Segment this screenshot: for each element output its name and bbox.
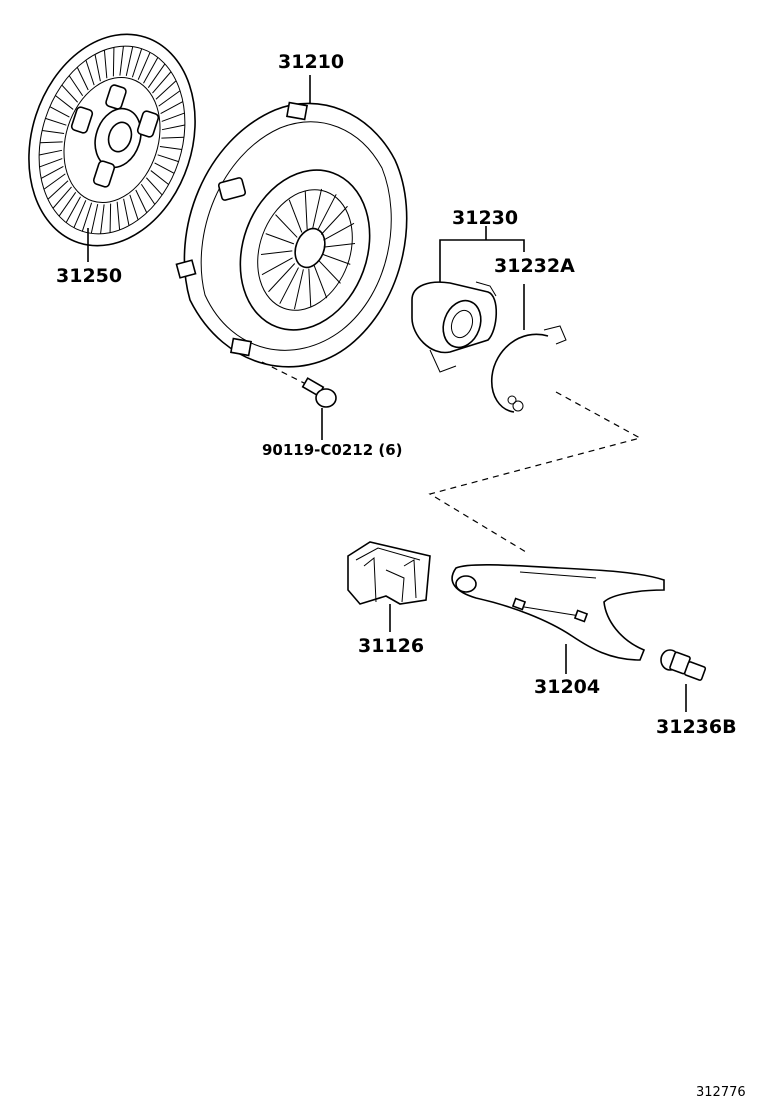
disc-lining-tick [129,194,139,221]
diaphragm-finger [318,260,341,284]
label-31250: 31250 [56,265,122,287]
disc-lining-tick [58,192,77,217]
disc-lining-tick [161,136,185,139]
pivot [660,649,707,681]
diaphragm-finger [321,253,351,265]
label-31230: 31230 [452,207,518,229]
disc-lining-tick [159,146,182,151]
label-31126: 31126 [358,635,424,657]
diaphragm-finger [265,233,295,245]
disc-lining-tick [49,106,70,118]
disc-lining-tick [123,198,130,226]
disc-lining-tick [81,202,93,232]
disc-lining-tick [147,63,166,88]
disc-lining-tick [73,200,87,228]
diaphragm-finger [317,194,337,231]
disc-lining-tick [140,183,156,205]
disc-lining-tick [158,90,181,107]
disc-lining-tick [39,141,63,144]
disc-lining-tick [155,80,177,100]
disc-lining-tick [52,186,72,209]
disc-lining-tick [40,166,64,179]
diagram-reference-number: 312776 [696,1085,746,1100]
disc-lining-tick [85,59,95,86]
diaphragm-finger [308,268,312,308]
label-31210: 31210 [278,51,344,73]
disc-lining-tick [55,95,74,110]
disc-lining-tick [119,46,124,76]
diaphragm-finger [260,250,293,255]
disc-lining-tick [135,189,148,213]
bolt [301,377,337,408]
disc-lining-tick [65,196,81,223]
disc-lining-tick [161,112,185,122]
diaphragm-finger [312,188,323,229]
disc-lining-tick [42,129,65,134]
disc-lining-tick [160,101,184,114]
label-31232a: 31232A [494,255,575,277]
disc-lining-tick [61,84,78,103]
disc-lining-tick [68,75,84,97]
diaphragm-finger [268,263,296,293]
disc-lining-tick [152,71,172,94]
bolt-dashed-leader [261,361,309,386]
disc-lining-tick [76,67,89,91]
label-31236b: 31236B [656,716,737,738]
diaphragm-finger [293,269,304,310]
disc-lining-tick [157,154,179,163]
diaphragm-finger [323,243,356,248]
disc-lining-tick [94,54,101,82]
disc-lining-tick [43,173,66,190]
disc-lining-tick [103,50,108,79]
disc-lining-tick [90,204,99,234]
disc-lining-tick [45,117,67,126]
disc-lining-tick [137,52,151,80]
disc-lining-tick [131,48,143,78]
diaphragm-finger [304,190,308,230]
diaphragm-finger [320,205,348,235]
clutch-disc [28,33,196,247]
disc-lining-tick [112,47,115,77]
disc-lining-tick [39,149,63,156]
disc-lining-tick [39,158,63,168]
release-bearing [411,281,498,373]
disc-lining-tick [154,162,175,174]
diaphragm-finger [313,265,328,299]
disc-lining-tick [47,180,69,200]
disc-lining-tick [116,201,121,230]
diaphragm-finger [279,267,299,304]
disc-lining-tick [146,177,163,196]
diaphragm-finger [288,199,303,233]
disc-lining-tick [150,170,169,185]
disc-lining-tick [161,124,185,131]
diaphragm-finger [323,222,355,241]
pressure-plate [175,101,408,368]
label-90119-c0212: 90119-C0212 (6) [262,441,403,459]
disc-lining-tick [143,57,159,84]
bracket-31230 [439,239,525,282]
label-31204: 31204 [534,676,600,698]
diaphragm-finger [261,257,293,276]
boot [347,541,431,605]
assembly-dashed-line [428,391,642,553]
disc-lining-tick [109,203,112,233]
bearing-clip [490,325,567,413]
disc-lining-tick [125,46,134,76]
disc-lining-tick [100,204,105,234]
release-fork [451,564,665,661]
diaphragm-finger [275,214,298,238]
